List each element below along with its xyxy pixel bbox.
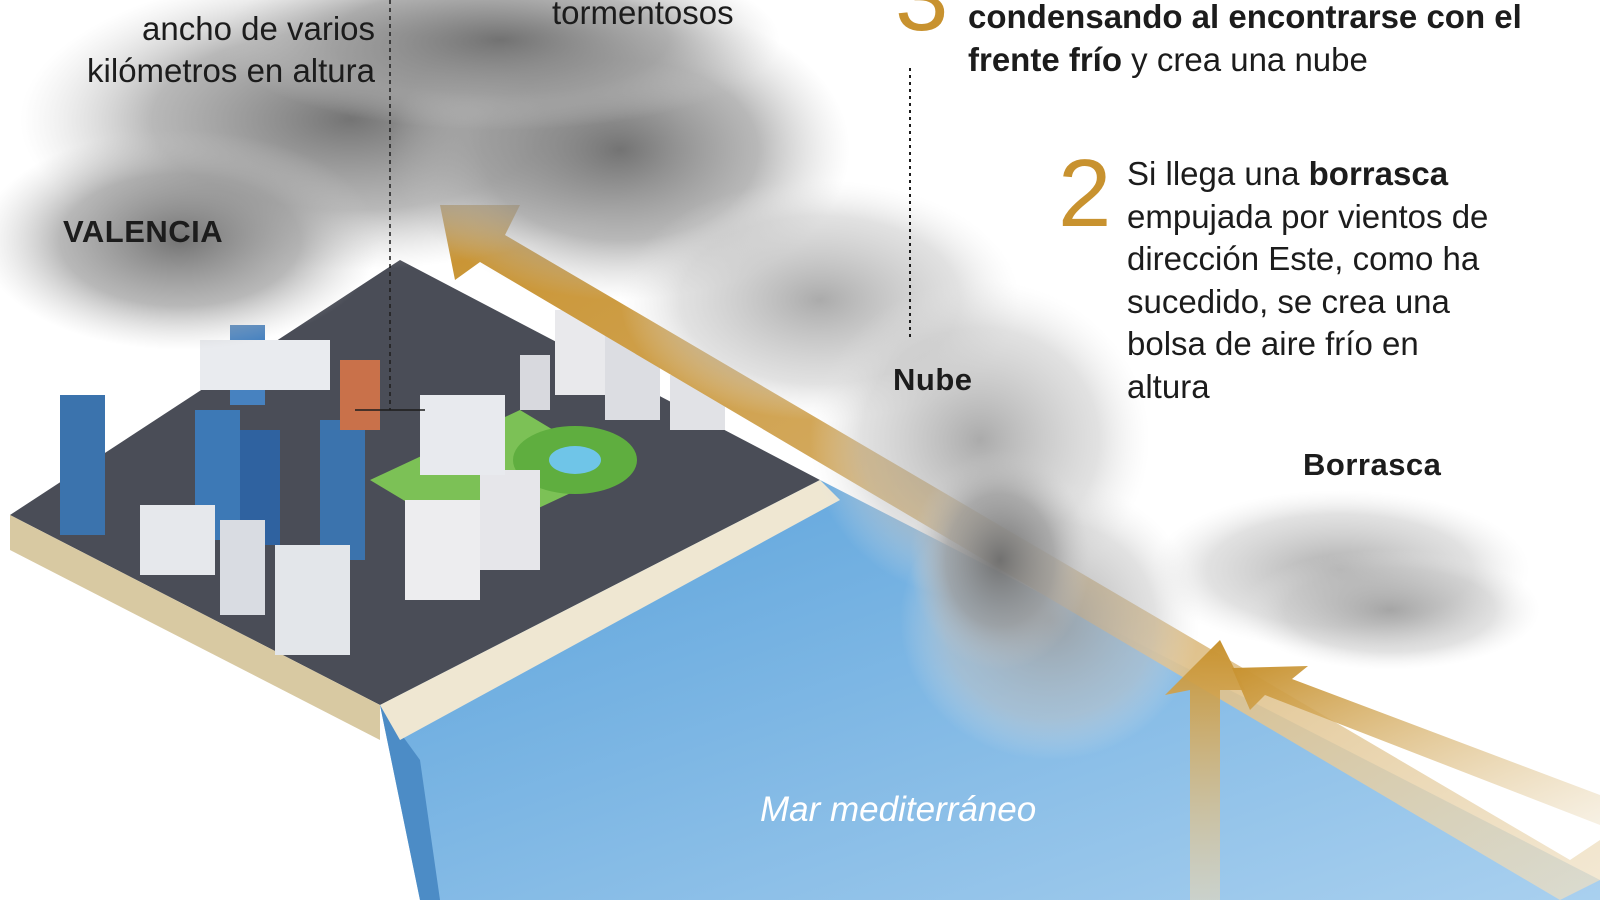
step-2-line1-pre: Si llega una bbox=[1127, 155, 1309, 192]
wind-arrow-up bbox=[1165, 640, 1245, 900]
step-2-number: 2 bbox=[1058, 140, 1112, 247]
cloud-label: Nube bbox=[893, 362, 973, 397]
cloud-width-line2: kilómetros en altura bbox=[87, 52, 375, 89]
cloud-width-label: ancho de varios kilómetros en altura bbox=[87, 8, 375, 92]
step-3-number: 3 bbox=[895, 0, 948, 46]
low-pressure-cloud bbox=[1150, 490, 1540, 670]
step-2-line6: altura bbox=[1127, 367, 1210, 405]
sea-label: Mar mediterráneo bbox=[760, 790, 1037, 829]
stormy-label: tormentosos bbox=[552, 0, 734, 31]
step-2-line4: sucedido, se crea una bbox=[1127, 282, 1450, 320]
city-block bbox=[10, 260, 840, 740]
wind-arrow-east bbox=[1232, 666, 1600, 825]
step-2-emphasis: borrasca bbox=[1308, 155, 1449, 192]
step-2-line3: dirección Este, como ha bbox=[1127, 240, 1480, 277]
low-pressure-label: Borrasca bbox=[1303, 447, 1442, 482]
step-3-line2: y crea una nube bbox=[1122, 40, 1368, 78]
step-2-line5: bolsa de aire frío en bbox=[1127, 325, 1419, 362]
step-2-text: Si llega una borrasca empujada por vient… bbox=[1127, 153, 1488, 408]
city-label: VALENCIA bbox=[63, 214, 224, 249]
step-3-text: condensando al encontrarse con el frente… bbox=[968, 0, 1522, 81]
storm-cloud bbox=[0, 0, 1200, 760]
step-3-line1: condensando al encontrarse con el bbox=[968, 0, 1522, 35]
step-3-emphasis: frente frío bbox=[968, 40, 1123, 78]
step-2-line2: empujada por vientos de bbox=[1127, 197, 1489, 235]
cloud-width-line1: ancho de varios bbox=[142, 10, 375, 47]
